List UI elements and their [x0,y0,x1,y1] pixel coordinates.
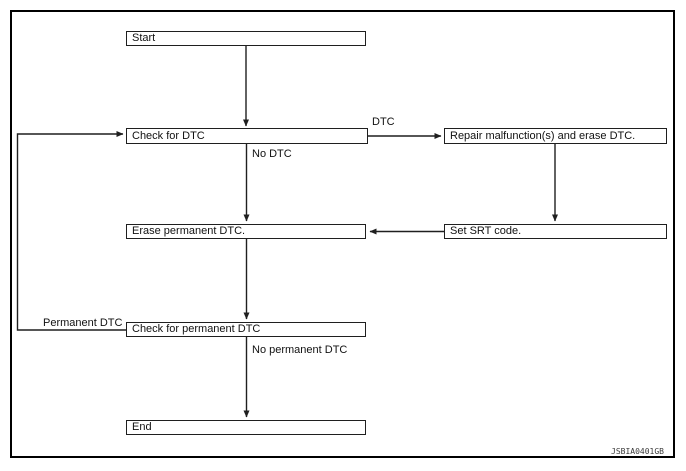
node-check-dtc: Check for DTC [126,128,368,144]
node-repair-malfunctions-label: Repair malfunction(s) and erase DTC. [450,129,636,142]
node-set-srt-code-label: Set SRT code. [450,225,522,237]
edge-label-no-permanent-dtc: No permanent DTC [252,344,348,356]
edge-label-dtc: DTC [372,116,395,128]
edge-label-no-dtc: No DTC [252,148,292,160]
node-erase-permanent-dtc-label: Erase permanent DTC. [132,225,246,237]
node-check-permanent-dtc-label: Check for permanent DTC [132,323,261,335]
node-start: Start [126,31,366,46]
node-repair-malfunctions: Repair malfunction(s) and erase DTC. [444,128,667,144]
edge-check-permanent-to-check-dtc [16,131,126,331]
node-set-srt-code: Set SRT code. [444,224,667,239]
node-end-label: End [132,421,152,433]
node-end: End [126,420,366,435]
node-check-dtc-label: Check for DTC [132,129,205,142]
figure-id-watermark: JSBIA0401GB [611,447,664,456]
node-start-label: Start [132,32,156,44]
figure-border [10,10,675,458]
node-check-permanent-dtc: Check for permanent DTC [126,322,366,337]
edge-label-permanent-dtc: Permanent DTC [43,317,123,329]
node-erase-permanent-dtc: Erase permanent DTC. [126,224,366,239]
